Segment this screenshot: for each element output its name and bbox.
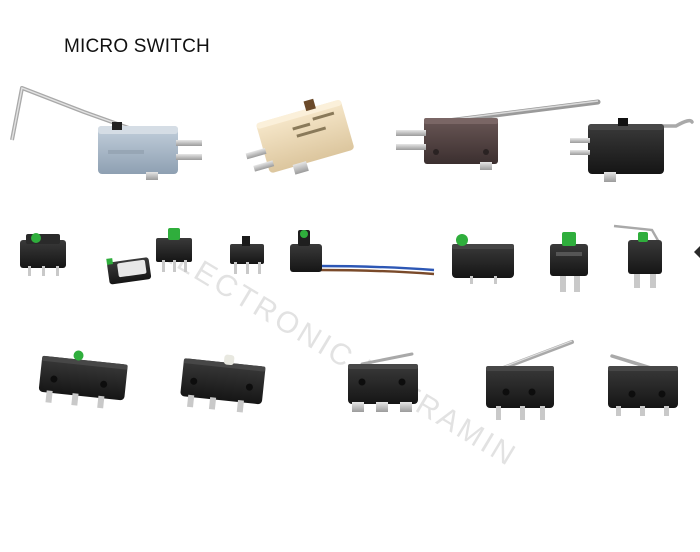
subminiature-tall-green: [550, 232, 588, 292]
partial-switch-edge: [694, 246, 700, 258]
pin-plunger-switch-cream: [245, 98, 354, 175]
subminiature-wide-green: [452, 234, 514, 284]
miniature-sealed-green-plunger: [38, 350, 128, 409]
subminiature-sealed-pcb-green: [156, 228, 192, 272]
image-title: MICRO SWITCH: [64, 36, 210, 57]
miniature-roller-lever: [608, 354, 678, 416]
short-lever-switch-black: [570, 118, 694, 182]
miniature-sealed-white-plunger: [180, 354, 266, 413]
subminiature-side-mount-white: [106, 257, 152, 285]
miniature-long-lever: [486, 340, 574, 420]
miniature-short-lever: [348, 352, 418, 412]
subminiature-lever-green: [613, 224, 662, 288]
subminiature-wired-green: [290, 230, 435, 276]
long-lever-switch-brown: [396, 99, 601, 170]
long-bent-lever-switch-blue: [10, 86, 202, 180]
subminiature-black-pcb: [230, 236, 264, 274]
subminiature-sealed-green: [20, 233, 66, 276]
